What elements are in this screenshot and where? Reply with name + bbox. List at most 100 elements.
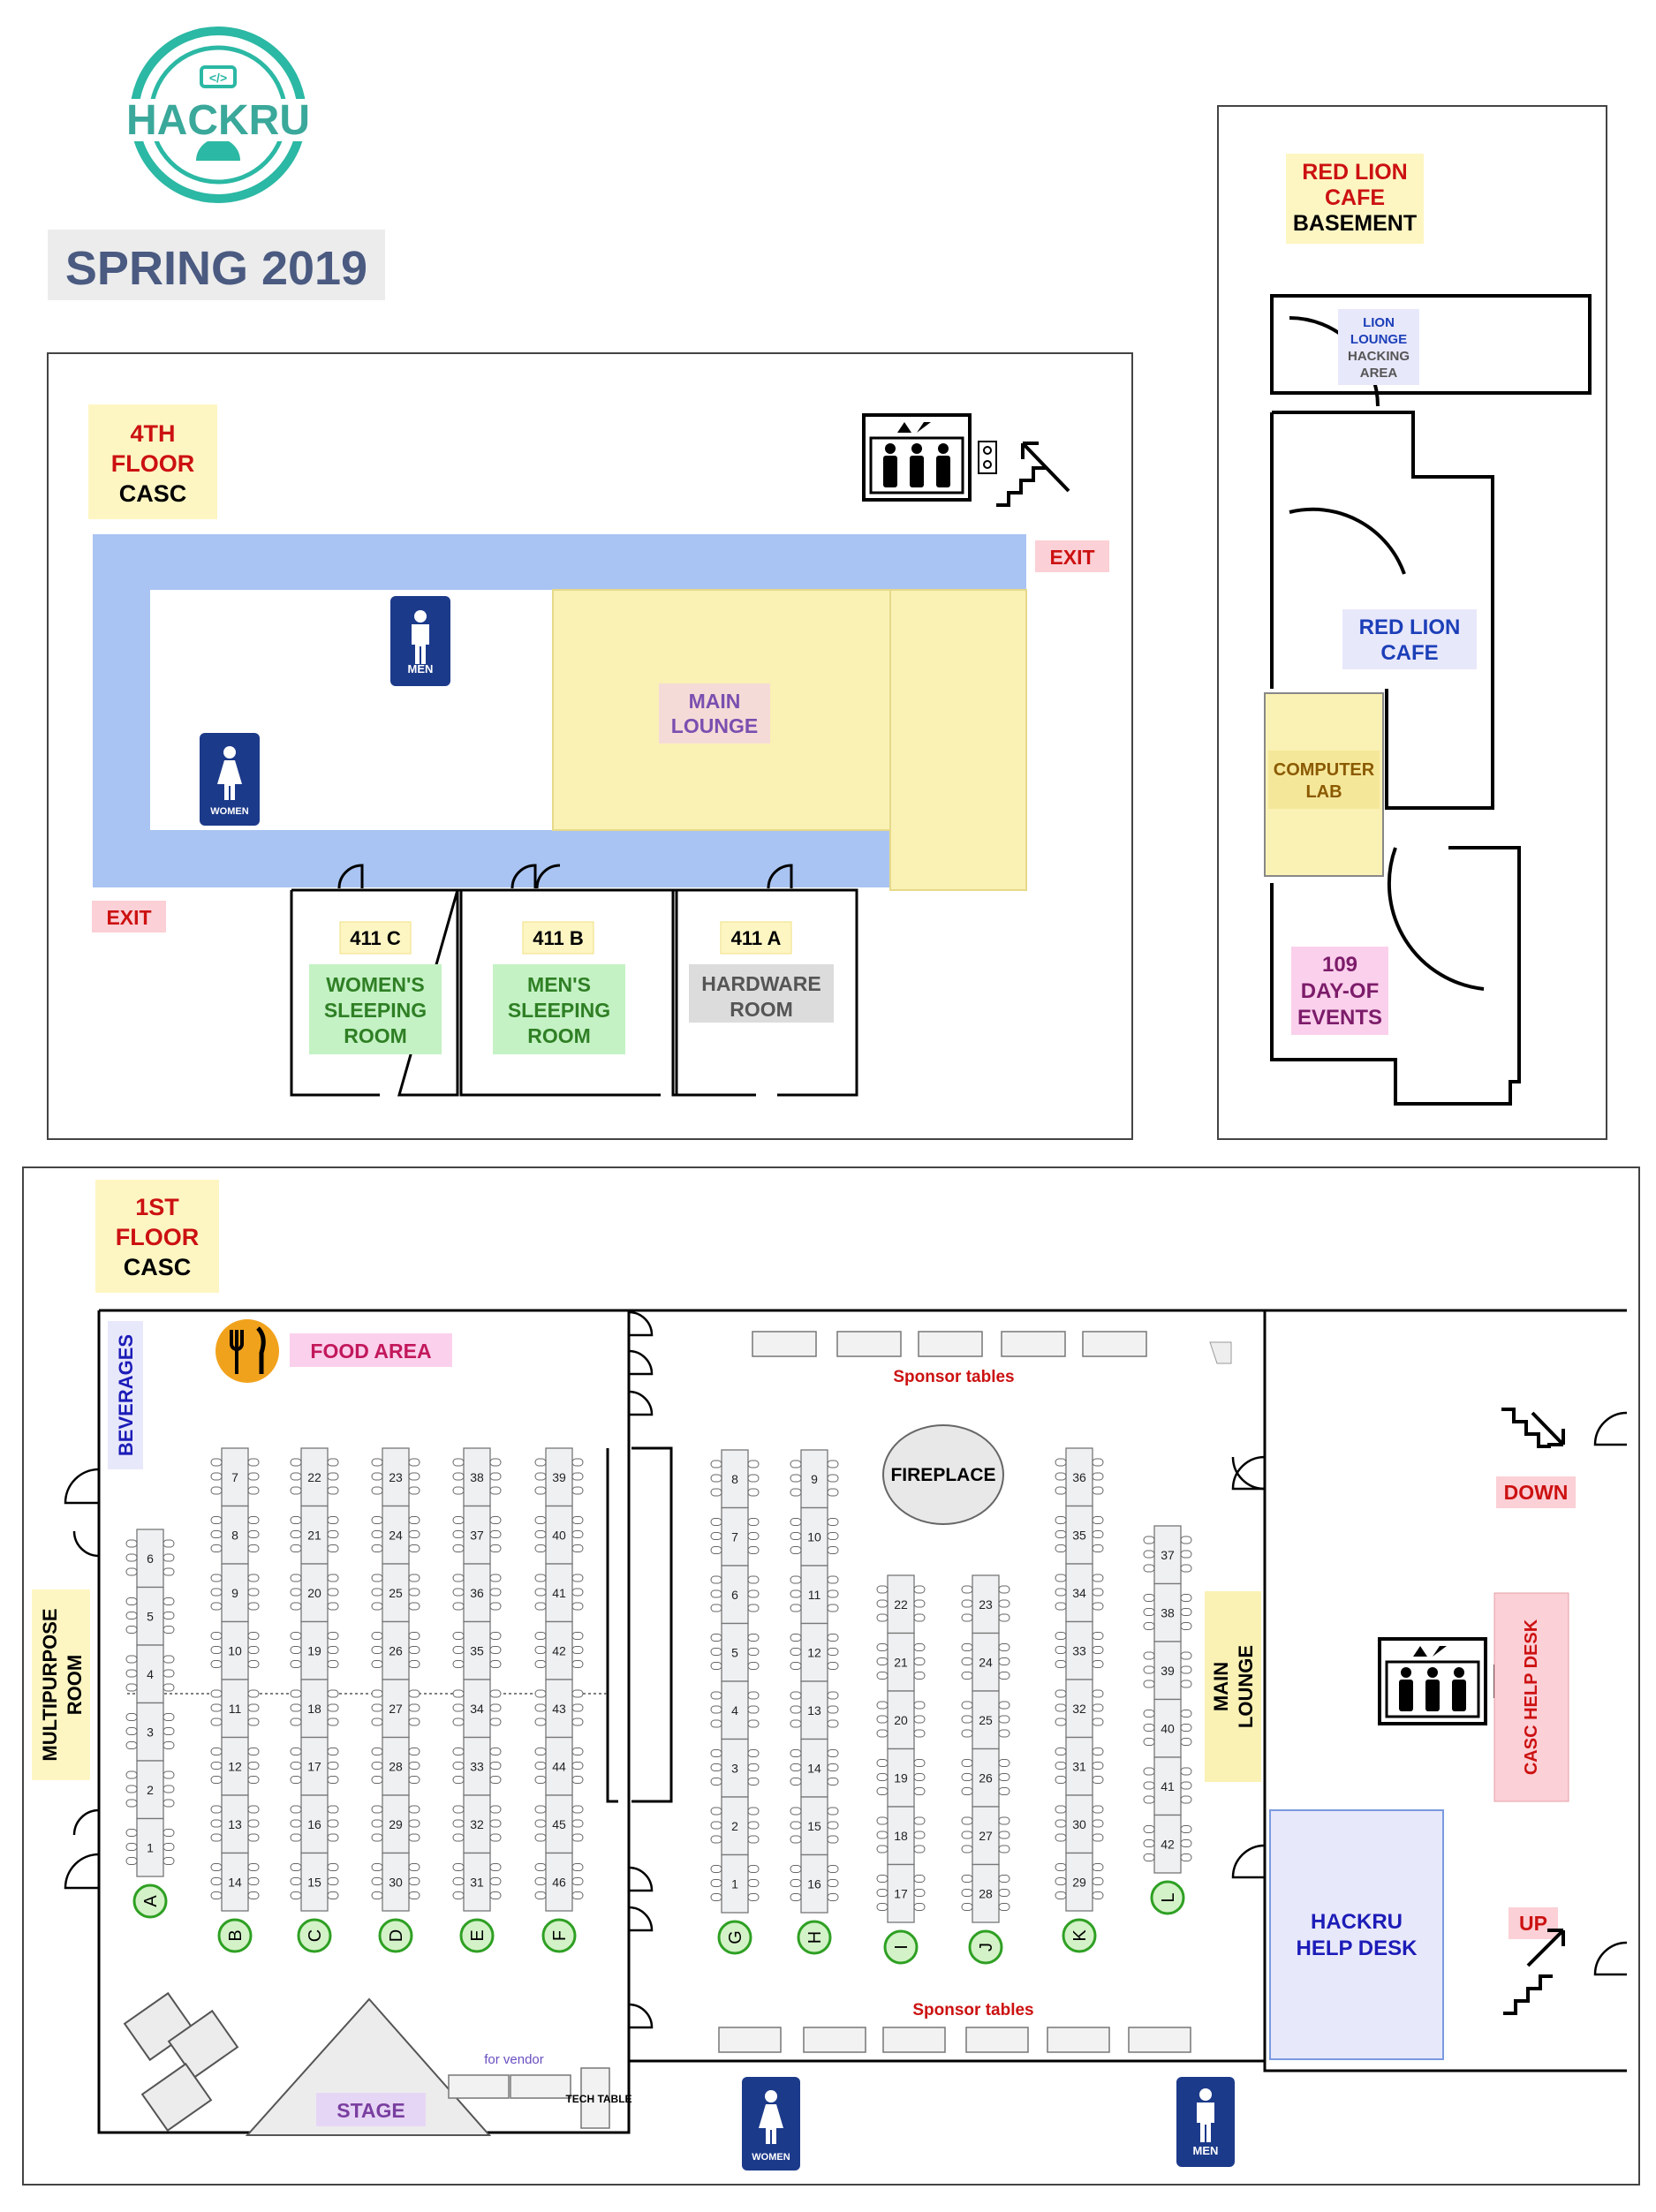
seat [489, 1833, 502, 1842]
seat [790, 1460, 802, 1468]
seat [125, 1626, 138, 1634]
seat [371, 1486, 383, 1495]
seat [710, 1835, 722, 1844]
seat [371, 1632, 383, 1640]
seat [827, 1749, 839, 1757]
table-number: 2 [147, 1783, 154, 1797]
table-number: 20 [894, 1713, 908, 1727]
seat [710, 1662, 722, 1670]
men-label-4: MEN [408, 662, 434, 676]
seat [247, 1632, 260, 1640]
seat [125, 1741, 138, 1749]
table-K-31 [1065, 1736, 1093, 1796]
table-group-marker-H [797, 1920, 832, 1955]
seat [408, 1819, 420, 1828]
seat [1143, 1738, 1155, 1746]
seat [327, 1646, 339, 1654]
seat [876, 1831, 888, 1839]
seat [534, 1588, 547, 1597]
room-411a-number: 411 A [731, 927, 782, 949]
table-number: 39 [1161, 1664, 1175, 1678]
lion-lounge-1: LION [1363, 315, 1395, 330]
seat [998, 1787, 1010, 1795]
seat [408, 1776, 420, 1784]
table-number: 24 [389, 1528, 403, 1542]
seat [827, 1634, 839, 1642]
seat [1143, 1781, 1155, 1790]
seat [998, 1845, 1010, 1853]
men-label-1st: MEN [1193, 2144, 1219, 2157]
seat [747, 1589, 760, 1598]
seat [1055, 1530, 1067, 1538]
table-group-marker-C [297, 1918, 332, 1953]
seat [1143, 1594, 1155, 1602]
seat [210, 1819, 223, 1828]
seat [571, 1530, 584, 1538]
seat [290, 1574, 302, 1582]
seat [327, 1602, 339, 1611]
table-number: 33 [1072, 1643, 1086, 1657]
seat [1055, 1544, 1067, 1552]
seat [998, 1657, 1010, 1665]
seat [710, 1634, 722, 1642]
seat [371, 1748, 383, 1755]
table-group-marker-B [217, 1918, 253, 1953]
table-number: 20 [307, 1586, 321, 1600]
seat [876, 1715, 888, 1724]
seat [1092, 1805, 1104, 1814]
seat [408, 1632, 420, 1640]
seat [210, 1472, 223, 1481]
seat [489, 1877, 502, 1885]
red-lion-cafe-2: CAFE [1380, 641, 1438, 665]
table-number: 16 [807, 1876, 821, 1891]
seat [961, 1831, 973, 1839]
seat [1143, 1564, 1155, 1573]
seat [125, 1799, 138, 1808]
seat [489, 1486, 502, 1495]
seat [961, 1889, 973, 1897]
seat [1180, 1738, 1192, 1746]
seat [827, 1518, 839, 1526]
seat [290, 1863, 302, 1871]
seat [790, 1518, 802, 1526]
seat [747, 1865, 760, 1873]
seat [163, 1785, 175, 1793]
seat [534, 1486, 547, 1495]
seat [210, 1646, 223, 1654]
seat [1055, 1516, 1067, 1524]
table-number: 5 [731, 1645, 738, 1659]
table-group-marker-L [1150, 1880, 1185, 1915]
table-group-marker-F [541, 1918, 577, 1953]
table-number: 11 [808, 1588, 821, 1602]
table-I-18 [887, 1806, 915, 1866]
seat [327, 1776, 339, 1784]
seat [790, 1705, 802, 1714]
seat [1055, 1486, 1067, 1495]
table-group-letter-I: I [892, 1944, 911, 1950]
seat [747, 1532, 760, 1540]
table-number: 45 [552, 1817, 566, 1831]
seat [163, 1843, 175, 1851]
seat [1092, 1703, 1104, 1712]
seat [489, 1472, 502, 1481]
seat [1055, 1632, 1067, 1640]
seat [1055, 1776, 1067, 1784]
seat [210, 1776, 223, 1784]
lion-lounge-2: LOUNGE [1350, 332, 1407, 347]
seat [961, 1773, 973, 1781]
seat [747, 1546, 760, 1554]
seat [452, 1574, 465, 1582]
seat [452, 1833, 465, 1842]
seat [210, 1805, 223, 1814]
seat [710, 1474, 722, 1483]
table-group-marker-E [459, 1918, 495, 1953]
first-floor-title-3: CASC [124, 1254, 192, 1280]
seat [452, 1863, 465, 1871]
seat [790, 1865, 802, 1873]
seat [247, 1833, 260, 1842]
seat [1055, 1574, 1067, 1582]
seat [998, 1759, 1010, 1767]
seat [1143, 1724, 1155, 1732]
seat [1055, 1819, 1067, 1828]
seat [327, 1748, 339, 1755]
